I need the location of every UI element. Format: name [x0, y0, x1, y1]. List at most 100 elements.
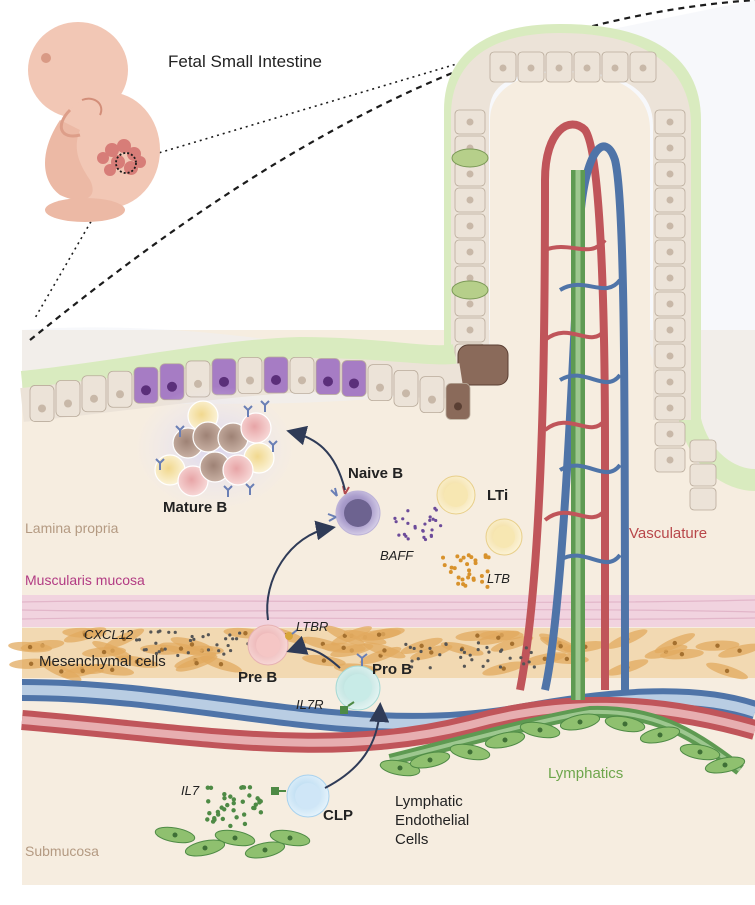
ltb-dot — [460, 577, 465, 582]
ltb-dot — [461, 582, 466, 587]
crypt-cell-nucleus — [271, 375, 281, 386]
goblet-cell — [451, 148, 489, 168]
mesenchymal-nucleus — [564, 656, 570, 662]
baff-dot — [428, 515, 432, 519]
cxcl12-dot — [149, 630, 153, 634]
villus-cell-left-nucleus — [466, 222, 474, 230]
cxcl12-dot — [157, 650, 161, 654]
il7-dot — [228, 823, 233, 829]
il7-dot — [258, 810, 264, 815]
lec-nucleus — [622, 721, 628, 727]
mesenchymal-nucleus — [429, 650, 434, 655]
cxcl12-dot — [410, 659, 414, 663]
villus-cell-right-nucleus — [666, 144, 674, 152]
label-ltb: LTB — [487, 571, 510, 586]
baff-dot — [431, 517, 435, 521]
cxcl12-dot — [231, 637, 235, 641]
cxcl12-dot — [404, 642, 408, 646]
mesenchymal-nucleus — [218, 661, 224, 667]
label-pre-b: Pre B — [238, 669, 277, 686]
lti-cell-2-nucleus — [493, 526, 515, 548]
crypt-cell-nucleus — [349, 378, 359, 389]
villus-cell-right-nucleus — [666, 456, 674, 464]
pre-b-nucleus — [256, 633, 280, 657]
mesenchymal-nucleus — [558, 643, 563, 649]
villus-cell-left-nucleus — [466, 326, 474, 334]
cxcl12-dot — [217, 649, 221, 653]
label-lec-line1: Lymphatic — [395, 793, 463, 810]
villus-cell-left-nucleus — [466, 274, 474, 282]
mesenchymal-nucleus — [737, 648, 742, 653]
mesenchymal-nucleus — [321, 658, 327, 663]
villus-cell-right-nucleus — [666, 274, 674, 282]
label-cxcl12: CXCL12 — [84, 627, 134, 642]
cxcl12-dot — [487, 650, 491, 654]
clp-il7r-receptor — [271, 787, 279, 795]
il7-dot — [240, 799, 245, 804]
lec-nucleus — [657, 732, 663, 738]
il7-dot — [225, 802, 230, 808]
il7-dot — [253, 802, 258, 807]
ltb-dot — [465, 562, 470, 567]
villus-cell-right-nucleus — [666, 404, 674, 412]
ltb-dot — [448, 570, 453, 575]
cxcl12-dot — [154, 651, 159, 656]
cxcl12-dot — [201, 635, 205, 639]
arrow-prob-to-preb — [286, 635, 341, 669]
lec-nucleus — [202, 845, 208, 851]
lec-nucleus — [502, 737, 508, 743]
mature-b-cell — [240, 412, 272, 444]
mesenchymal-nucleus — [542, 656, 547, 662]
ltb-dot — [441, 555, 446, 560]
antibody — [155, 458, 165, 470]
cxcl12-dot — [234, 637, 239, 641]
villus-cell-top-nucleus — [555, 64, 563, 72]
label-lec-line3: Cells — [395, 831, 428, 848]
cxcl12-dot — [485, 645, 489, 650]
mesenchymal-nucleus — [82, 632, 88, 638]
cxcl12-dot — [481, 664, 485, 668]
label-il7r: IL7R — [296, 697, 323, 712]
ltbr-stalk — [291, 629, 298, 635]
mesenchymal-nucleus — [679, 651, 685, 657]
villus-cell-right-nucleus — [666, 222, 674, 230]
mesenchymal-nucleus — [341, 645, 346, 651]
crypt-cell-nucleus — [219, 376, 229, 387]
baff-dot — [430, 528, 434, 532]
label-ltbr: LTBR — [296, 619, 328, 634]
crypt-cell — [29, 385, 55, 422]
ltb-dot — [473, 561, 478, 566]
lec-nucleus — [577, 719, 583, 725]
fetus-illustration — [28, 22, 160, 222]
cxcl12-dot — [486, 659, 490, 663]
crypt-cell — [55, 380, 81, 417]
cxcl12-dot — [476, 641, 481, 645]
cxcl12-dot — [462, 664, 466, 668]
baff-dot — [422, 535, 426, 539]
il7-dot — [220, 816, 226, 822]
crypt-cell-nucleus — [90, 394, 98, 403]
artery-lumen — [21, 702, 755, 747]
il7-dot — [207, 810, 212, 816]
crypt-cell — [237, 357, 263, 394]
mesenchymal-nucleus — [27, 644, 33, 650]
mesenchymal-nucleus — [475, 633, 480, 638]
villus-cell-top-nucleus — [583, 64, 591, 72]
label-il7: IL7 — [181, 783, 200, 798]
mesenchymal-nucleus — [715, 643, 720, 648]
villus-cell-left-nucleus — [466, 118, 474, 126]
lec-nucleus — [467, 749, 473, 755]
cxcl12-dot — [409, 665, 414, 669]
villus-cell-top-nucleus — [499, 64, 507, 72]
label-vasculature: Vasculature — [629, 525, 707, 542]
crypt-epithelial-cells — [29, 356, 471, 422]
villus-cell-bottom-right — [689, 439, 717, 463]
cxcl12-dot — [188, 638, 193, 643]
il7-dot — [255, 796, 260, 801]
cxcl12-dot — [190, 634, 194, 639]
pro-b-receptor — [356, 653, 368, 666]
villus-cell-right-nucleus — [666, 196, 674, 204]
cxcl12-dot — [238, 631, 242, 635]
crypt-cell-nucleus — [402, 389, 410, 398]
villus-cell-right-nucleus — [666, 378, 674, 386]
